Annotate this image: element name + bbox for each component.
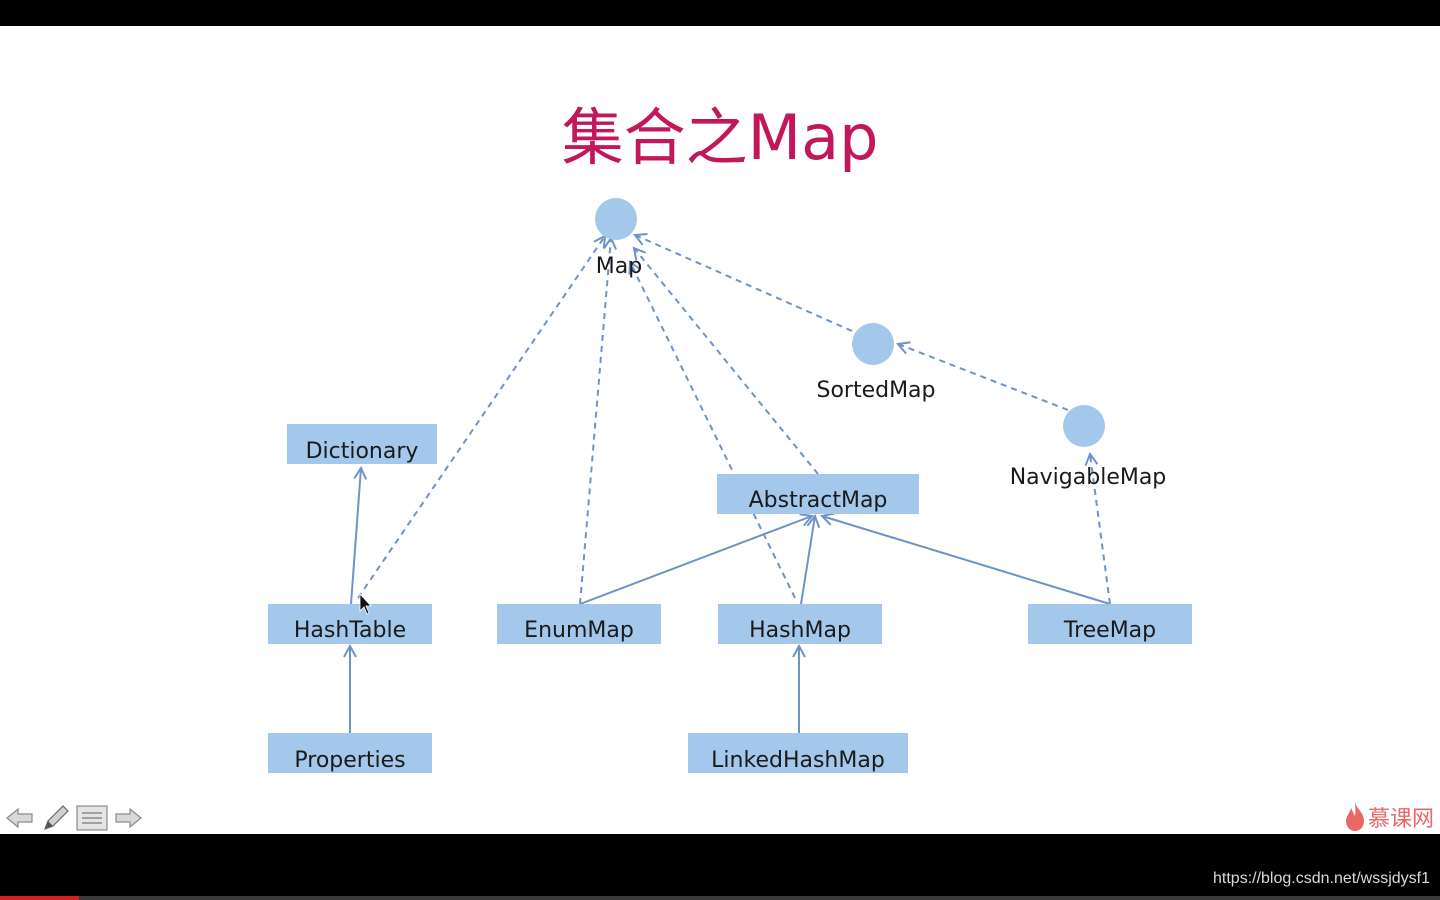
slide-title: 集合之Map (561, 101, 879, 174)
linked-hash-map-box (688, 733, 908, 773)
brand-text: 慕课网 (1367, 807, 1434, 832)
properties-box (268, 733, 432, 773)
edge-hashtable-map (357, 236, 605, 599)
hash-map-label: HashMap (749, 618, 851, 643)
sorted-map-circle (852, 323, 894, 365)
abstract-map-box (717, 474, 919, 514)
dictionary-box (287, 424, 437, 464)
node-abstract-map: AbstractMap (717, 474, 919, 514)
presentation-toolbar (4, 802, 144, 834)
hash-table-label: HashTable (294, 618, 406, 643)
properties-label: Properties (294, 748, 405, 773)
forward-arrow-icon[interactable] (112, 804, 144, 832)
pen-icon[interactable] (40, 804, 72, 832)
slide: 集合之Map (0, 26, 1440, 834)
node-enum-map: EnumMap (497, 604, 661, 644)
node-navigable-map: NavigableMap (1010, 405, 1167, 490)
edge-hashmap-abstractmap (800, 516, 815, 605)
edge-enummap-map (579, 238, 611, 605)
node-properties: Properties (268, 733, 432, 773)
map-label: Map (596, 254, 642, 279)
enum-map-label: EnumMap (524, 618, 634, 643)
node-hash-map: HashMap (718, 604, 882, 644)
tree-map-box (1028, 604, 1192, 644)
video-progress-fill (0, 896, 80, 900)
interface-nodes: Map SortedMap NavigableMap (595, 198, 1166, 490)
map-circle (595, 198, 637, 240)
hash-table-box (268, 604, 432, 644)
node-sorted-map: SortedMap (816, 323, 936, 403)
node-tree-map: TreeMap (1028, 604, 1192, 644)
navigable-map-circle (1063, 405, 1105, 447)
enum-map-box (497, 604, 661, 644)
edge-hashtable-dictionary (350, 468, 361, 605)
hash-map-box (718, 604, 882, 644)
node-linked-hash-map: LinkedHashMap (688, 733, 908, 773)
edge-abstractmap-map (634, 248, 819, 475)
dictionary-label: Dictionary (306, 439, 419, 464)
edge-navigablemap-sortedmap (898, 344, 1069, 411)
class-hierarchy-diagram: Map SortedMap NavigableMap Dictionary Ab… (268, 198, 1192, 773)
watermark-url: https://blog.csdn.net/wssjdysf1 (1213, 870, 1430, 887)
node-hash-table: HashTable (268, 604, 432, 644)
class-edges (350, 468, 1111, 733)
menu-icon[interactable] (76, 804, 108, 832)
edge-hashmap-map (630, 262, 796, 599)
brand-logo: 慕课网 (1344, 800, 1434, 834)
edge-treemap-abstractmap (822, 516, 1111, 605)
video-progress-bar[interactable] (0, 896, 1440, 900)
edge-sortedmap-map (635, 235, 853, 332)
sorted-map-label: SortedMap (816, 378, 935, 403)
mouse-cursor-icon (359, 592, 372, 615)
tree-map-label: TreeMap (1063, 618, 1156, 643)
abstract-map-label: AbstractMap (749, 488, 888, 513)
linked-hash-map-label: LinkedHashMap (711, 748, 885, 773)
class-nodes: Dictionary AbstractMap HashTable EnumMap… (268, 424, 1192, 773)
node-map: Map (595, 198, 642, 279)
interface-edges (357, 235, 1111, 605)
flame-icon (1345, 803, 1364, 831)
node-dictionary: Dictionary (287, 424, 437, 464)
edge-enummap-abstractmap (579, 516, 812, 605)
edge-treemap-navigablemap (1090, 454, 1111, 605)
navigable-map-label: NavigableMap (1010, 465, 1167, 490)
back-arrow-icon[interactable] (4, 804, 36, 832)
